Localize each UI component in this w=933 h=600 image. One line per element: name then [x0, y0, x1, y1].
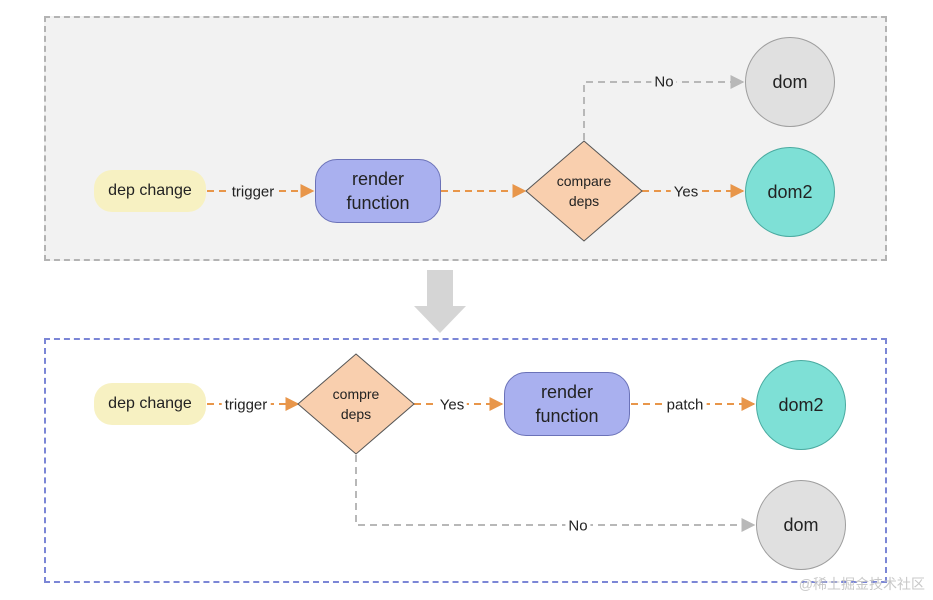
decision-bottom-line1: compre	[332, 386, 380, 402]
node-bottom-dep-change: dep change	[94, 383, 206, 425]
watermark: @稀土掘金技术社区	[798, 576, 925, 592]
node-bottom-render-line1: render	[540, 382, 594, 402]
edge-label-bottom-trigger: trigger	[221, 396, 271, 414]
node-top-dom: dom	[745, 37, 835, 127]
node-top-dom2-label: dom2	[767, 181, 813, 202]
edge-label-top-no: No	[651, 73, 677, 91]
node-bottom-dom2-label: dom2	[778, 394, 824, 415]
node-bottom-dom2: dom2	[756, 360, 846, 450]
node-bottom-render-line2: function	[535, 406, 599, 426]
node-top-dep-change-label: dep change	[108, 182, 192, 199]
decision-top-compare-deps	[525, 140, 643, 242]
node-bottom-dom: dom	[756, 480, 846, 570]
node-top-dep-change: dep change	[94, 170, 206, 212]
node-top-render-line2: function	[346, 193, 410, 213]
node-top-dom-label: dom	[772, 71, 808, 92]
decision-bottom-text: compre deps	[306, 384, 406, 424]
node-top-dom2: dom2	[745, 147, 835, 237]
decision-top-line2: deps	[568, 193, 600, 209]
node-bottom-dep-change-label: dep change	[108, 395, 192, 412]
node-top-render-line1: render	[351, 169, 405, 189]
decision-bottom-line2: deps	[340, 406, 372, 422]
edge-bottom-no	[355, 455, 756, 532]
transition-down-arrow	[414, 270, 466, 333]
edge-label-top-yes: Yes	[670, 183, 702, 201]
edge-label-bottom-no: No	[565, 517, 591, 535]
panel-after	[44, 338, 887, 583]
node-bottom-render-function: render function	[504, 372, 630, 436]
decision-bottom-compre-deps	[297, 353, 415, 455]
edge-label-bottom-yes: Yes	[436, 396, 468, 414]
decision-top-text: compare deps	[534, 171, 634, 211]
edge-top-no	[583, 75, 745, 140]
node-top-render-function: render function	[315, 159, 441, 223]
node-bottom-dom-label: dom	[783, 514, 819, 535]
edge-label-top-trigger: trigger	[228, 183, 278, 201]
panel-before	[44, 16, 887, 261]
edge-label-bottom-patch: patch	[663, 396, 707, 414]
decision-top-line1: compare	[556, 173, 612, 189]
